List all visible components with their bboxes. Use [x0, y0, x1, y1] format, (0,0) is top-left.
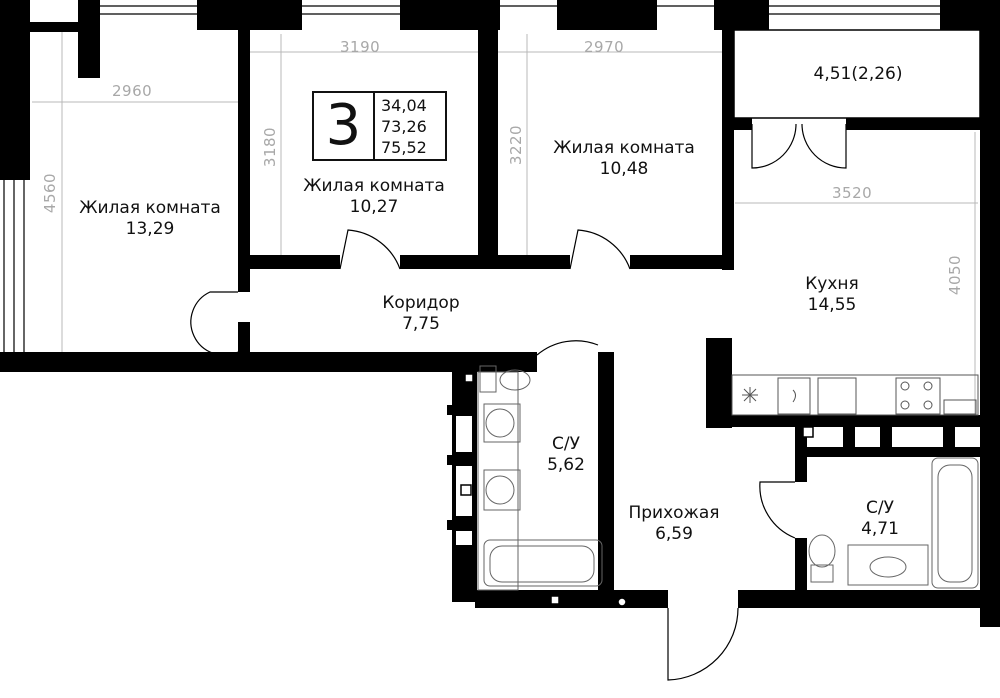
- bathroom-fixtures: [477, 365, 979, 591]
- room-label-bathroom-1: С/У 5,62: [516, 434, 616, 476]
- room-area: 10,27: [349, 197, 399, 217]
- living-area: 34,04: [381, 95, 427, 115]
- area-values: 34,04 73,26 75,52: [375, 93, 445, 159]
- dimension-label: 2970: [584, 38, 625, 56]
- room-count: 3: [314, 93, 375, 159]
- room-name: Жилая комната: [553, 138, 695, 158]
- total-area-with-balcony: 75,52: [381, 137, 427, 157]
- window-lines: [3, 5, 940, 352]
- room-area: 10,48: [599, 159, 649, 179]
- dimension-label: 2960: [112, 82, 153, 100]
- dimension-label: 4050: [946, 254, 965, 296]
- room-label-kitchen: Кухня 14,55: [742, 274, 922, 316]
- apartment-badge: 3 34,04 73,26 75,52: [312, 91, 447, 161]
- dimension-label: 3180: [261, 126, 280, 168]
- kitchen-counter: [731, 374, 979, 416]
- room-area: 14,55: [807, 295, 857, 315]
- balcony: [733, 29, 981, 119]
- dimension-label: 3520: [832, 184, 873, 202]
- room-area: 4,71: [861, 519, 899, 539]
- dimension-lines: [32, 32, 978, 415]
- dimension-label: 3220: [507, 124, 526, 166]
- room-name: Кухня: [805, 274, 859, 294]
- dimension-label: 3190: [340, 38, 381, 56]
- room-area: 5,62: [547, 455, 585, 475]
- room-name: Жилая комната: [303, 176, 445, 196]
- room-name: С/У: [866, 498, 894, 518]
- walls: [0, 0, 1000, 627]
- room-area: 6,59: [655, 524, 693, 544]
- room-label-hallway: Прихожая 6,59: [604, 503, 744, 545]
- room-label-living-1: Жилая комната 13,29: [60, 198, 240, 240]
- room-label-living-2: Жилая комната 10,27: [284, 176, 464, 218]
- room-label-bathroom-2: С/У 4,71: [830, 498, 930, 540]
- room-area: 7,75: [402, 314, 440, 334]
- dimension-label: 4560: [41, 172, 60, 214]
- room-label-living-3: Жилая комната 10,48: [534, 138, 714, 180]
- total-area: 73,26: [381, 116, 427, 136]
- room-name: С/У: [552, 434, 580, 454]
- room-name: Коридор: [382, 293, 460, 313]
- room-label-balcony: 4,51(2,26): [778, 64, 938, 85]
- room-label-corridor: Коридор 7,75: [331, 293, 511, 335]
- room-name: Жилая комната: [79, 198, 221, 218]
- room-area: 13,29: [125, 219, 175, 239]
- room-area: 4,51(2,26): [813, 64, 903, 84]
- small-markers: [460, 373, 814, 607]
- room-name: Прихожая: [628, 503, 720, 523]
- doors: [190, 123, 847, 681]
